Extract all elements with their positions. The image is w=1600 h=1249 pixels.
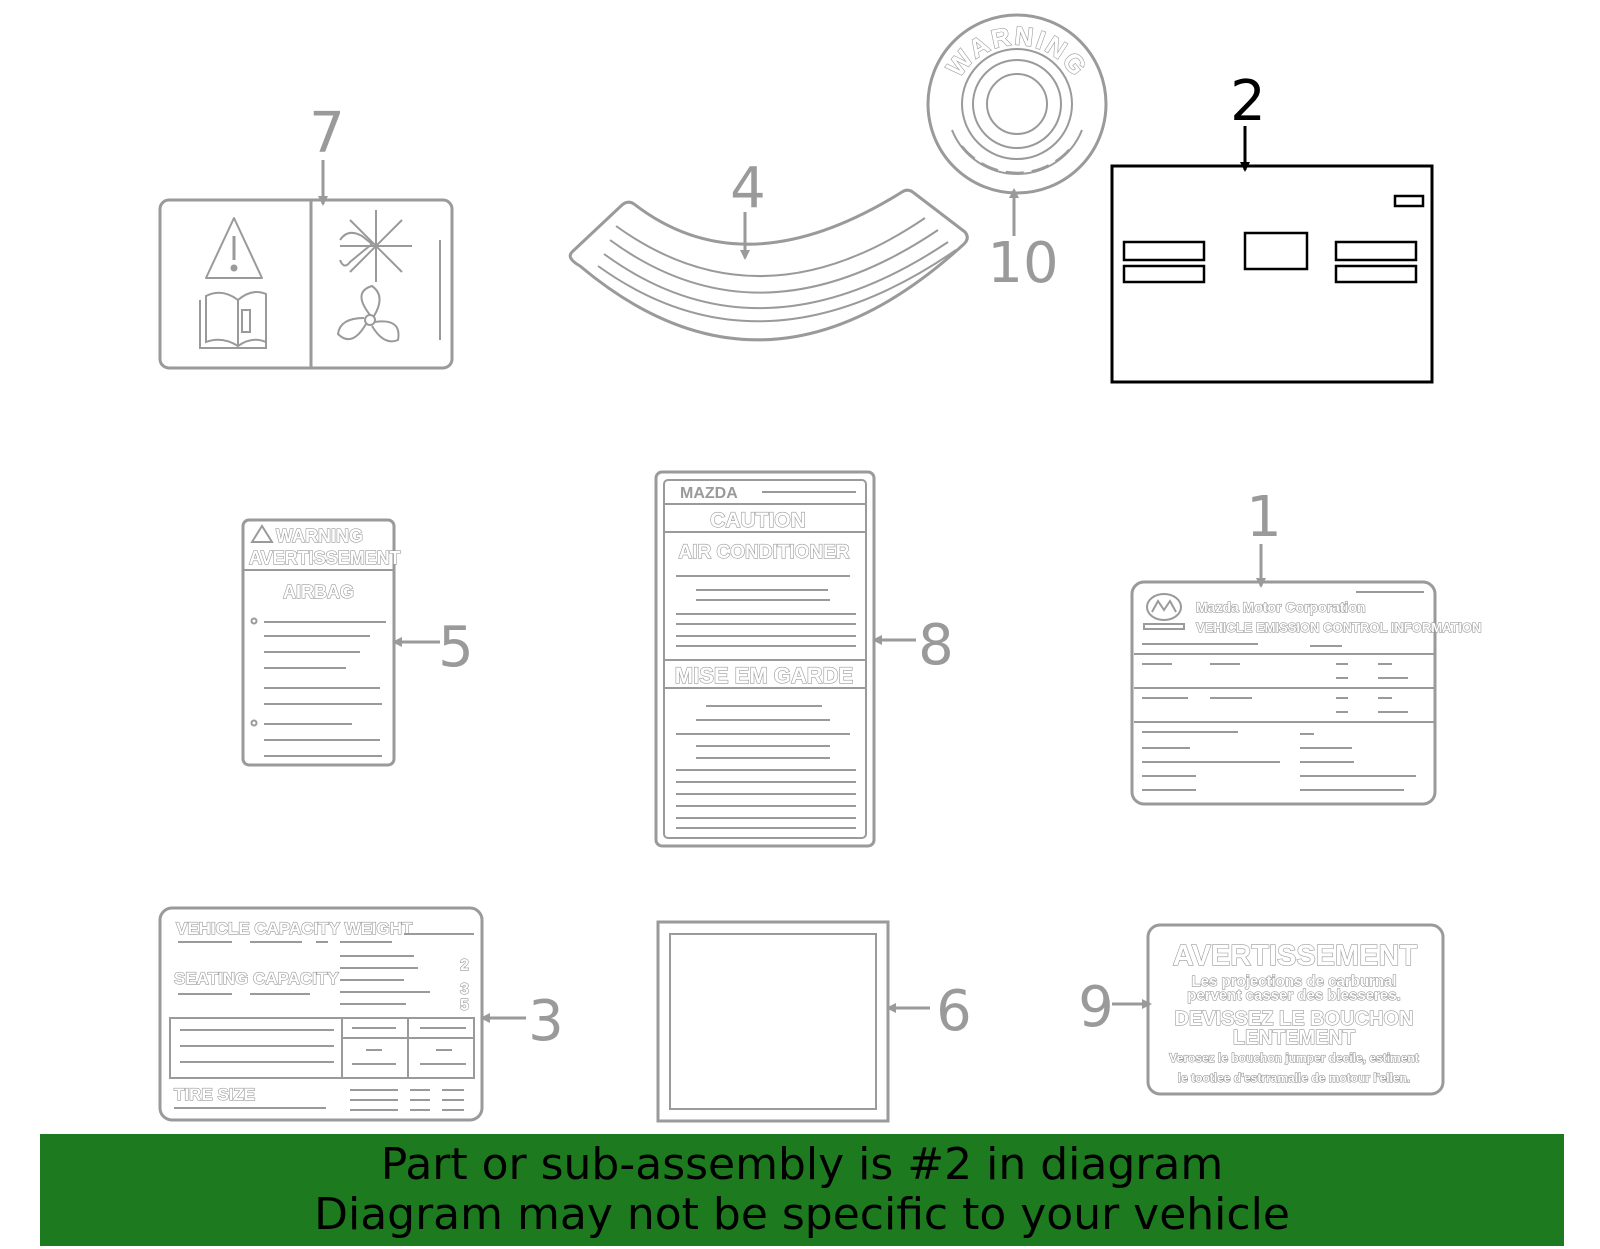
part-9-line5: LENTEMENT xyxy=(1233,1027,1355,1049)
part-9-label[interactable]: AVERTISSEMENT Les projections de carburn… xyxy=(1146,923,1445,1096)
part-9-line6: Verosez le bouchon jumper decile, estime… xyxy=(1169,1051,1418,1065)
part-3-label[interactable]: VEHICLE CAPACITY WEIGHT SEATING CAPACITY… xyxy=(158,906,484,1122)
part-9-line2: Les projections de carburnal xyxy=(1191,973,1396,990)
callout-4[interactable]: 4 xyxy=(730,156,766,221)
callout-8[interactable]: 8 xyxy=(918,613,954,678)
callout-6[interactable]: 6 xyxy=(936,979,972,1044)
info-banner: Part or sub-assembly is #2 in diagram Di… xyxy=(40,1134,1564,1246)
part-3-n5: 5 xyxy=(460,997,469,1014)
part-8-mise-em-garde: MISE EM GARDE xyxy=(675,663,853,688)
fan-icon xyxy=(336,284,400,343)
warning-triangle-icon xyxy=(205,217,263,279)
part-4-label[interactable] xyxy=(568,188,969,342)
part-6-label[interactable] xyxy=(656,920,890,1123)
part-3-n2: 2 xyxy=(460,957,469,974)
callout-7[interactable]: 7 xyxy=(309,101,345,166)
part-3-n3: 3 xyxy=(460,981,469,998)
callout-1[interactable]: 1 xyxy=(1246,485,1282,550)
part-8-caution: CAUTION xyxy=(710,509,806,532)
callout-10[interactable]: 10 xyxy=(987,231,1058,296)
part-5-avertissement: AVERTISSEMENT xyxy=(249,548,401,568)
part-3-capacity: VEHICLE CAPACITY WEIGHT xyxy=(176,919,413,938)
part-1-company: Mazda Motor Corporation xyxy=(1196,599,1366,615)
callout-3[interactable]: 3 xyxy=(528,989,564,1054)
part-5-airbag: AIRBAG xyxy=(283,582,354,602)
part-9-line3: pervent casser des blesseres. xyxy=(1187,987,1400,1004)
part-9-line4: DEVISSEZ LE BOUCHON xyxy=(1175,1008,1414,1030)
part-1-label[interactable]: Mazda Motor Corporation VEHICLE EMISSION… xyxy=(1130,580,1482,806)
part-3-tire-size: TIRE SIZE xyxy=(174,1085,255,1104)
part-8-air-conditioner: AIR CONDITIONER xyxy=(679,542,850,563)
mazda-logo-icon xyxy=(1143,593,1185,630)
part-9-line7: le tootlee d'estrramalle de motour l'ell… xyxy=(1178,1071,1410,1085)
part-2-label[interactable] xyxy=(1110,164,1434,384)
part-5-label[interactable]: WARNING AVERTISSEMENT AIRBAG xyxy=(241,518,401,767)
callout-5[interactable]: 5 xyxy=(438,615,474,680)
part-5-warning: WARNING xyxy=(276,526,363,546)
part-9-line1: AVERTISSEMENT xyxy=(1173,940,1418,972)
manual-book-icon xyxy=(199,291,267,349)
hand-fan-warning-icon xyxy=(339,210,412,282)
part-8-label[interactable]: MAZDA CAUTION AIR CONDITIONER MISE EM GA… xyxy=(654,470,876,848)
callout-9[interactable]: 9 xyxy=(1078,975,1114,1040)
part-7-label[interactable] xyxy=(158,198,454,370)
banner-line-2: Diagram may not be specific to your vehi… xyxy=(314,1189,1290,1240)
callout-2[interactable]: 2 xyxy=(1230,69,1266,134)
part-8-brand: MAZDA xyxy=(680,485,738,502)
banner-line-1: Part or sub-assembly is #2 in diagram xyxy=(380,1139,1224,1190)
part-3-seating: SEATING CAPACITY xyxy=(174,969,339,988)
part-1-title: VEHICLE EMISSION CONTROL INFORMATION xyxy=(1196,620,1482,635)
